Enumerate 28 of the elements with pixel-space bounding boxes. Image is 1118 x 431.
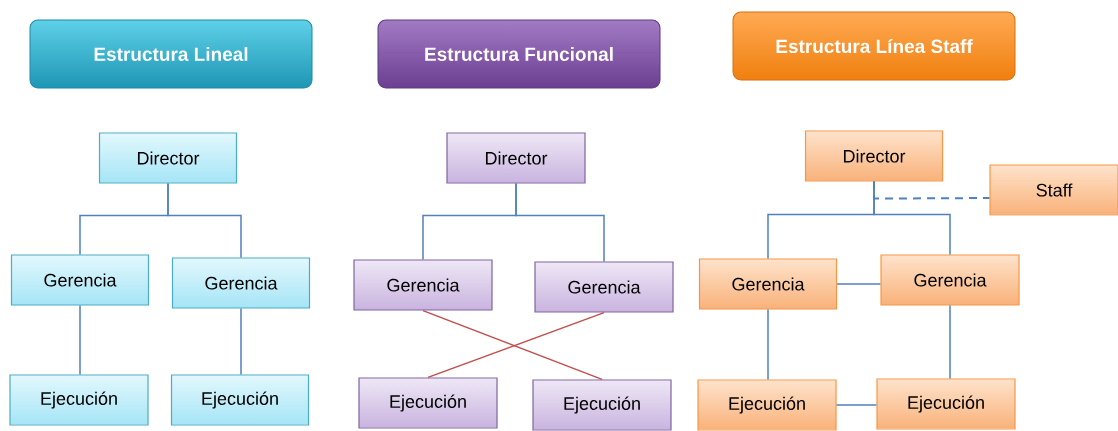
org-box: Gerencia	[171, 257, 311, 309]
org-box: Ejecución	[9, 374, 149, 426]
org-box: Ejecución	[358, 377, 498, 429]
org-box: Staff	[989, 164, 1118, 216]
connector-line	[949, 304, 951, 380]
org-box: Gerencia	[880, 254, 1020, 306]
org-box: Ejecución	[532, 379, 672, 431]
org-box: Director	[98, 132, 238, 184]
header-banner: Estructura Línea Staff	[732, 11, 1016, 81]
connector-line	[79, 304, 81, 376]
connector-line	[835, 404, 878, 406]
connector-line	[836, 283, 882, 285]
connector-line	[873, 180, 951, 256]
header-banner: Estructura Funcional	[377, 19, 661, 89]
org-box: Gerencia	[10, 254, 150, 306]
org-box: Director	[446, 132, 586, 184]
org-box: Ejecución	[697, 379, 837, 431]
connector-line	[240, 307, 242, 376]
org-box: Gerencia	[698, 258, 838, 310]
org-box: Director	[804, 130, 944, 182]
org-box: Ejecución	[876, 378, 1016, 430]
connector-line	[515, 182, 605, 263]
org-box: Gerencia	[353, 259, 493, 311]
org-box: Gerencia	[534, 261, 674, 313]
header-banner: Estructura Lineal	[29, 19, 313, 89]
connector-line	[167, 182, 242, 259]
connector-line	[767, 308, 769, 381]
org-box: Ejecución	[170, 374, 310, 426]
